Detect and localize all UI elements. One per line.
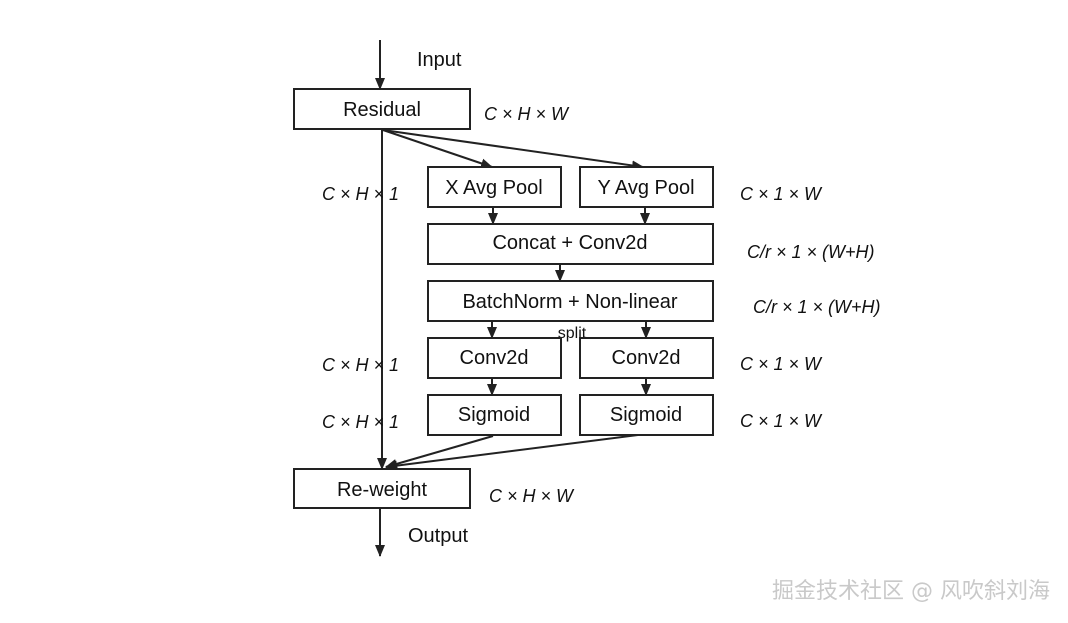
sig-right-to-reweight-arrow (385, 433, 647, 471)
x-avg-pool-label: X Avg Pool (445, 177, 542, 199)
batchnorm-label: BatchNorm + Non-linear (462, 291, 677, 313)
y-avg-pool-label: Y Avg Pool (597, 177, 694, 199)
concat-conv2d-block: Concat + Conv2d (427, 223, 714, 265)
x-avg-pool-block: X Avg Pool (427, 166, 562, 208)
conv2d-right-block: Conv2d (579, 337, 714, 379)
dim-pool-left: C × H × 1 (322, 184, 399, 204)
to-xpool-arrow (382, 129, 493, 169)
to-ypool-arrow (382, 129, 644, 171)
residual-block: Residual (293, 88, 471, 130)
concat-conv2d-label: Concat + Conv2d (492, 232, 647, 254)
dim-residual: C × H × W (484, 104, 570, 124)
conv2d-left-block: Conv2d (427, 337, 562, 379)
input-label: Input (417, 49, 462, 71)
dim-pool-right: C × 1 × W (740, 184, 823, 204)
dim-bn: C/r × 1 × (W+H) (753, 297, 881, 317)
sigmoid-left-block: Sigmoid (427, 394, 562, 436)
dimension-annotations: C × H × W C × H × 1 C × 1 × W C/r × 1 × … (322, 104, 881, 506)
dim-sig-left: C × H × 1 (322, 412, 399, 432)
sigmoid-right-label: Sigmoid (610, 404, 682, 426)
batchnorm-block: BatchNorm + Non-linear (427, 280, 714, 322)
reweight-label: Re-weight (337, 479, 427, 501)
connectors (375, 40, 651, 557)
sigmoid-right-block: Sigmoid (579, 394, 714, 436)
output-label: Output (408, 525, 468, 547)
residual-label: Residual (343, 99, 421, 121)
conv2d-right-label: Conv2d (612, 347, 681, 369)
y-avg-pool-block: Y Avg Pool (579, 166, 714, 208)
sig-left-to-reweight-arrow (385, 435, 494, 469)
sigmoid-left-label: Sigmoid (458, 404, 530, 426)
conv2d-left-label: Conv2d (460, 347, 529, 369)
dim-sig-right: C × 1 × W (740, 411, 823, 431)
dim-reweight: C × H × W (489, 486, 575, 506)
dim-conv-right: C × 1 × W (740, 354, 823, 374)
dim-conv-left: C × H × 1 (322, 355, 399, 375)
watermark: 掘金技术社区 @ 风吹斜刘海 (772, 579, 1050, 604)
dim-concat: C/r × 1 × (W+H) (747, 242, 875, 262)
reweight-block: Re-weight (293, 468, 471, 509)
